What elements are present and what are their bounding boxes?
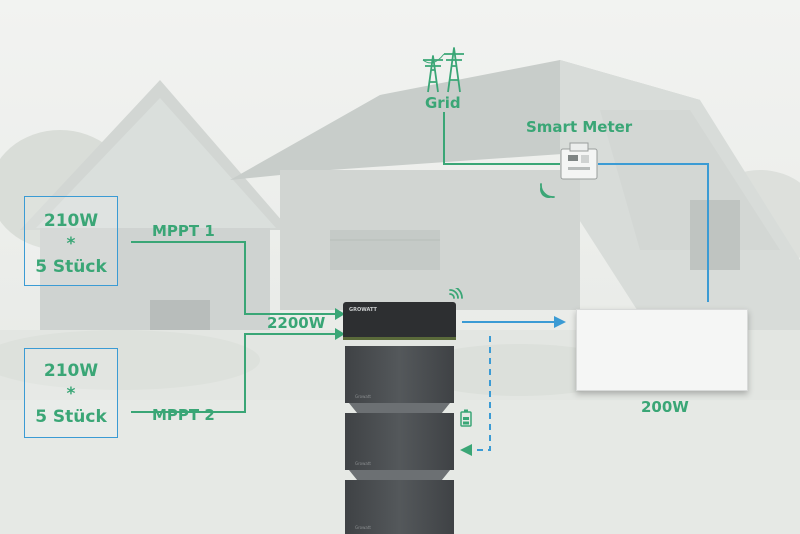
battery-module-label: Growatt [355, 525, 371, 530]
battery-stack: GROWATT Growatt Growatt Growatt [343, 302, 456, 534]
battery-brand: GROWATT [349, 307, 377, 313]
mppt1-label: MPPT 1 [152, 222, 215, 240]
battery-inverter: GROWATT [343, 302, 456, 340]
panel-count: 5 Stück [35, 257, 107, 277]
mppt-arrow [335, 308, 345, 320]
heater-power-label: 200W [641, 398, 689, 416]
battery-module-2: Growatt [345, 413, 454, 470]
battery-module-3: Growatt [345, 480, 454, 534]
wifi-icon [449, 288, 463, 299]
panel-watts: 210W [43, 211, 99, 231]
meter-heater-line [598, 163, 709, 302]
panel-times: * [66, 234, 76, 254]
smart-meter-icon [560, 142, 598, 180]
grid-label: Grid [425, 94, 461, 112]
heater-panel [576, 309, 748, 391]
battery-module-label: Growatt [355, 461, 371, 466]
panel-watts: 210W [43, 361, 99, 381]
smart-meter-label: Smart Meter [526, 118, 633, 136]
panel-times: * [66, 384, 76, 404]
battery-module-label: Growatt [355, 394, 371, 399]
solar-panel-group-2: 210W * 5 Stück [24, 348, 118, 438]
mppt1-line [131, 241, 335, 315]
power-tower-icon [422, 47, 464, 93]
combined-power-label: 2200W [267, 314, 326, 332]
battery-level-icon [460, 409, 472, 427]
battery-module-1: Growatt [345, 346, 454, 403]
solar-panel-group-1: 210W * 5 Stück [24, 196, 118, 286]
panel-count: 5 Stück [35, 407, 107, 427]
grid-line [443, 112, 560, 165]
mppt2-line [131, 333, 335, 413]
wifi-icon [540, 183, 555, 198]
dashed-return-line [472, 336, 491, 451]
mppt2-label: MPPT 2 [152, 406, 215, 424]
